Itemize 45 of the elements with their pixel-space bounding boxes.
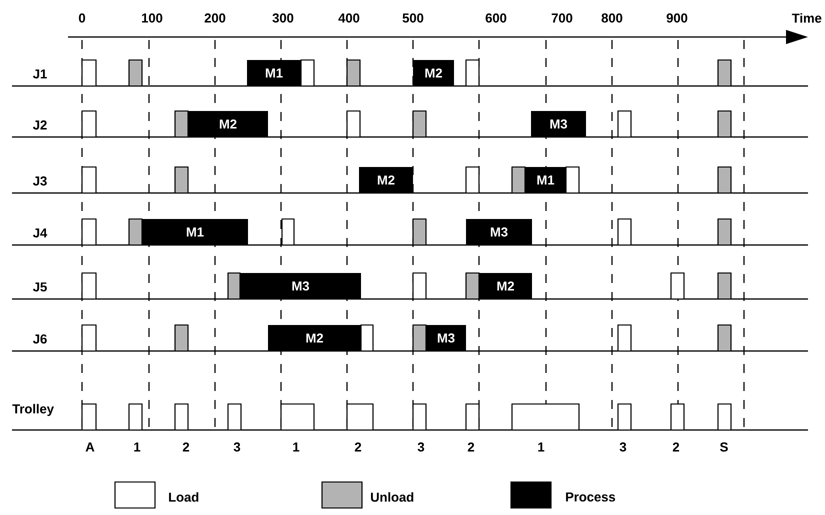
row-label: J3 (33, 176, 47, 186)
tick-label: 200 (204, 13, 226, 23)
legend-label: Unload (370, 492, 414, 502)
tick-label: 600 (486, 13, 506, 23)
station-label: 3 (418, 442, 424, 452)
tick-label: 700 (552, 13, 572, 23)
tick-label: 100 (142, 13, 162, 23)
station-label: 1 (538, 442, 544, 452)
process-box: M3 (531, 111, 586, 137)
station-label: 3 (234, 442, 240, 452)
row-label: J2 (33, 120, 47, 130)
axis-title: Time (792, 13, 822, 23)
process-box: M3 (466, 219, 532, 245)
station-label: 3 (620, 442, 626, 452)
process-box: M1 (142, 219, 248, 245)
row-label: J5 (33, 282, 47, 292)
process-box: M3 (426, 325, 466, 351)
station-label: 2 (182, 442, 190, 452)
station-label: S (720, 442, 728, 452)
station-label: 1 (134, 442, 140, 452)
process-box: M2 (479, 273, 532, 299)
row-label: J6 (33, 334, 47, 344)
process-box: M2 (359, 167, 413, 193)
tick-label: 800 (602, 13, 622, 23)
station-label: 2 (468, 442, 474, 452)
legend-label: Load (169, 492, 198, 502)
row-label: Trolley (12, 404, 54, 416)
process-box: M3 (240, 273, 361, 299)
process-box: M1 (247, 60, 301, 86)
tick-label: 300 (272, 13, 294, 23)
process-box: M1 (525, 167, 566, 193)
tick-label: 400 (338, 13, 360, 23)
row-label: J1 (33, 69, 47, 78)
station-label: A (86, 442, 94, 452)
row-label: J4 (33, 228, 48, 238)
station-label: 1 (293, 442, 300, 452)
tick-label: 500 (402, 13, 424, 23)
legend-label: Process (566, 492, 616, 502)
process-box: M2 (188, 111, 268, 137)
process-box: M2 (268, 325, 361, 351)
tick-label: 0 (78, 13, 86, 23)
process-box: M2 (413, 60, 454, 86)
station-label: 2 (354, 442, 362, 452)
tick-label: 900 (666, 13, 688, 23)
station-label: 2 (672, 442, 680, 452)
